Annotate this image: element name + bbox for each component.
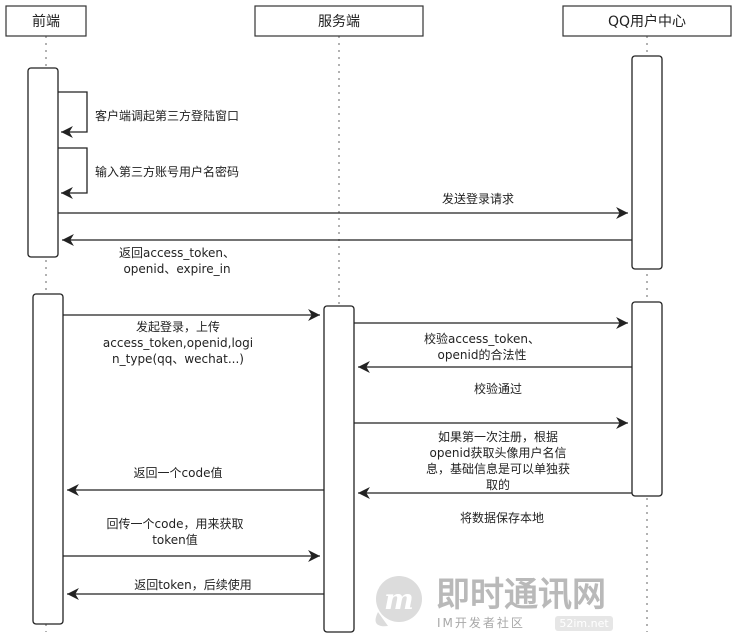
message-m12-label: 返回token，后续使用 bbox=[134, 577, 252, 592]
message-m5-label-line-3: n_type(qq、wechat...) bbox=[112, 352, 244, 366]
message-m9-label-line-3: 息，基础信息是可以单独获 bbox=[426, 461, 570, 476]
message-m9-label-line-4: 取的 bbox=[486, 477, 510, 492]
message-m11: 回传一个code，用来获取 token值 bbox=[63, 516, 320, 562]
message-m9-label-line-2: openid获取头像用户名信 bbox=[430, 445, 567, 460]
message-m7-label-line-1: 校验access_token、 bbox=[424, 331, 540, 346]
watermark-logo-tail bbox=[375, 612, 388, 627]
actor-frontend-label: 前端 bbox=[32, 13, 60, 30]
watermark-subtitle: IM开发者社区 bbox=[437, 615, 525, 630]
activation-frontend-2 bbox=[32, 293, 64, 625]
message-m11-label-line-1: 回传一个code，用来获取 bbox=[107, 516, 244, 531]
message-m8: 校验通过 bbox=[354, 381, 628, 429]
actor-server-label: 服务端 bbox=[318, 14, 360, 30]
activation-frontend-1 bbox=[27, 67, 59, 258]
message-m5: 发起登录，上传 access_token,openid,logi n_type(… bbox=[63, 309, 320, 366]
message-m11-label-line-2: token值 bbox=[152, 532, 198, 547]
actor-frontend-box bbox=[5, 5, 87, 37]
message-m3: 发送登录请求 bbox=[58, 191, 628, 219]
watermark-site: 52im.net bbox=[559, 617, 609, 630]
note-save-local: 将数据保存本地 bbox=[460, 510, 544, 525]
actor-server-box bbox=[254, 5, 424, 37]
message-m10-label: 返回一个code值 bbox=[134, 465, 223, 480]
actor-server: 服务端 bbox=[254, 5, 424, 37]
message-m1-label: 客户端调起第三方登陆窗口 bbox=[95, 108, 239, 123]
watermark-site-badge bbox=[555, 616, 613, 631]
message-m9: 如果第一次注册，根据 openid获取头像用户名信 息，基础信息是可以单独获 取… bbox=[358, 429, 632, 499]
message-m7-label-line-2: openid的合法性 bbox=[438, 347, 527, 362]
message-m1-arrow bbox=[58, 91, 88, 138]
message-m10: 返回一个code值 bbox=[67, 465, 324, 496]
message-m4: 返回access_token、 openid、expire_in bbox=[62, 234, 632, 276]
message-m7: 校验access_token、 openid的合法性 bbox=[358, 331, 632, 373]
message-m4-label-line-1: 返回access_token、 bbox=[119, 246, 235, 260]
message-m4-label-line-2: openid、expire_in bbox=[123, 262, 230, 276]
message-m9-label-line-1: 如果第一次注册，根据 bbox=[438, 429, 558, 444]
message-m3-label: 发送登录请求 bbox=[442, 191, 514, 206]
message-m5-label-line-1: 发起登录，上传 bbox=[136, 319, 220, 334]
activation-qq-2 bbox=[631, 301, 663, 497]
actor-frontend: 前端 bbox=[5, 5, 87, 37]
watermark-logo-letter: m bbox=[384, 583, 414, 616]
message-m8-label: 校验通过 bbox=[474, 381, 522, 396]
actor-qq-label: QQ用户中心 bbox=[608, 13, 686, 30]
actor-qq-box bbox=[562, 5, 732, 37]
activation-qq-1 bbox=[631, 55, 663, 270]
actor-qq: QQ用户中心 bbox=[562, 5, 732, 37]
watermark: m 即时通讯网 IM开发者社区 52im.net bbox=[375, 575, 613, 631]
watermark-title: 即时通讯网 bbox=[436, 575, 606, 615]
message-m1: 客户端调起第三方登陆窗口 bbox=[58, 91, 239, 138]
activations bbox=[27, 55, 663, 633]
message-m2-label: 输入第三方账号用户名密码 bbox=[95, 164, 239, 179]
message-m12: 返回token，后续使用 bbox=[67, 577, 324, 600]
watermark-logo-circle bbox=[376, 576, 422, 622]
message-m2-arrow bbox=[58, 147, 88, 199]
message-m2: 输入第三方账号用户名密码 bbox=[58, 147, 239, 199]
message-m5-label-line-2: access_token,openid,logi bbox=[103, 336, 253, 350]
watermark-logo: m bbox=[375, 576, 422, 627]
activation-server-1 bbox=[323, 305, 355, 633]
